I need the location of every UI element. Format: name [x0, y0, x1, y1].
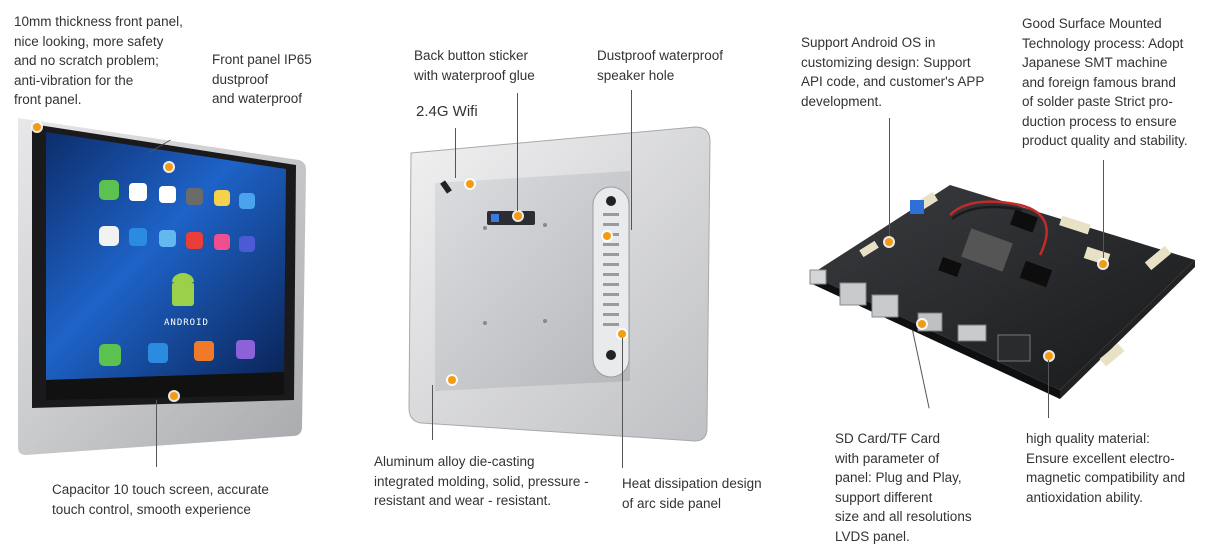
bezel-marker	[33, 123, 41, 131]
leader-wifi	[455, 128, 456, 178]
material-caption: high quality material: Ensure excellent …	[1026, 431, 1186, 505]
sd-marker	[918, 320, 926, 328]
button-marker	[514, 212, 522, 220]
tablet-front-image	[18, 118, 306, 455]
panel-marker	[165, 163, 173, 171]
leader-touch	[156, 400, 157, 467]
heat-caption: Heat dissipation design of arc side pane…	[622, 476, 762, 511]
leader-smt	[1103, 160, 1104, 258]
android-os-caption: Support Android OS in customizing design…	[801, 35, 985, 109]
wifi-caption: 2.4G Wifi	[416, 103, 478, 120]
android-logo-text: ANDROID	[164, 318, 209, 328]
leader-material	[1048, 360, 1049, 418]
leader-speaker	[631, 90, 632, 230]
motherboard-image	[809, 185, 1195, 399]
material-marker	[1045, 352, 1053, 360]
speaker-marker	[603, 232, 611, 240]
tablet-back-image	[408, 126, 711, 442]
speaker-caption: Dustproof waterproof speaker hole	[597, 48, 724, 83]
back-button-caption: Back button sticker with waterproof glue	[414, 48, 535, 83]
os-marker	[885, 238, 893, 246]
alloy-caption: Aluminum alloy die-casting integrated mo…	[374, 454, 589, 508]
leader-os	[889, 118, 890, 236]
alloy-marker	[448, 376, 456, 384]
heat-marker	[618, 330, 626, 338]
touch-caption: Capacitor 10 touch screen, accurate touc…	[52, 482, 269, 517]
touch-marker	[170, 392, 178, 400]
leader-button	[517, 93, 518, 211]
smt-marker	[1099, 260, 1107, 268]
leader-heat	[622, 338, 623, 468]
sd-card-caption: SD Card/TF Card with parameter of panel:…	[835, 431, 972, 544]
panel-thickness-caption: 10mm thickness front panel, nice looking…	[14, 14, 183, 107]
wifi-marker	[466, 180, 474, 188]
leader-alloy	[432, 385, 433, 440]
ip65-caption: Front panel IP65 dustproof and waterproo…	[212, 52, 312, 106]
smt-caption: Good Surface Mounted Technology process:…	[1022, 16, 1188, 148]
